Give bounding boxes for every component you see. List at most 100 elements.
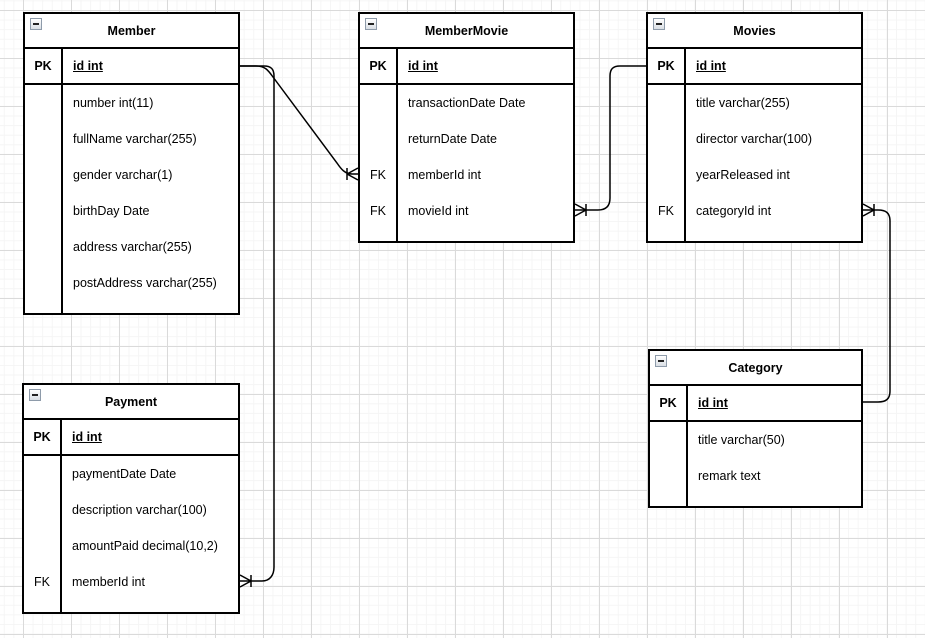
field-key [25, 265, 61, 301]
minus-icon [658, 360, 664, 362]
field-row[interactable]: director varchar(100) [648, 121, 861, 157]
crow-foot-payment-memberid [239, 574, 252, 588]
entity-header: MemberMovie [360, 14, 573, 49]
pk-row[interactable]: PK id int [24, 420, 238, 456]
field-key [360, 85, 396, 121]
crow-foot-membermovie-movieid [574, 203, 587, 217]
field-text: birthDay Date [73, 204, 150, 218]
pk-row[interactable]: PK id int [25, 49, 238, 85]
field-key: FK [658, 204, 674, 218]
pk-field: id int [72, 430, 102, 444]
field-row[interactable]: fullName varchar(255) [25, 121, 238, 157]
field-row[interactable]: gender varchar(1) [25, 157, 238, 193]
field-key: FK [370, 168, 386, 182]
field-row[interactable]: title varchar(255) [648, 85, 861, 121]
entity-movies[interactable]: Movies PK id int title varchar(255) dire… [646, 12, 863, 243]
field-key: FK [370, 204, 386, 218]
entity-membermovie[interactable]: MemberMovie PK id int transactionDate Da… [358, 12, 575, 243]
entity-title: Category [728, 360, 783, 375]
field-row[interactable]: yearReleased int [648, 157, 861, 193]
entity-body: number int(11) fullName varchar(255) gen… [25, 85, 238, 313]
field-row[interactable]: title varchar(50) [650, 422, 861, 458]
field-row[interactable]: FK memberId int [360, 157, 573, 193]
field-row[interactable]: description varchar(100) [24, 492, 238, 528]
field-row[interactable]: postAddress varchar(255) [25, 265, 238, 301]
entity-member[interactable]: Member PK id int number int(11) fullName… [23, 12, 240, 315]
pk-key: PK [34, 59, 52, 73]
field-row[interactable]: transactionDate Date [360, 85, 573, 121]
field-row[interactable]: amountPaid decimal(10,2) [24, 528, 238, 564]
edge-member-payment[interactable] [240, 65, 275, 582]
entity-header: Payment [24, 385, 238, 420]
field-key [648, 85, 684, 121]
collapse-button[interactable] [653, 18, 665, 30]
field-row[interactable]: FK categoryId int [648, 193, 861, 229]
field-key [360, 121, 396, 157]
field-key [24, 528, 60, 564]
field-key [25, 229, 61, 265]
crow-foot-movies-categoryid [862, 203, 875, 217]
entity-body: transactionDate Date returnDate Date FK … [360, 85, 573, 241]
field-key [25, 157, 61, 193]
collapse-button[interactable] [30, 18, 42, 30]
field-row[interactable]: returnDate Date [360, 121, 573, 157]
minus-icon [33, 23, 39, 25]
field-text: memberId int [408, 168, 481, 182]
field-text: director varchar(100) [696, 132, 813, 146]
field-text: title varchar(255) [696, 96, 790, 110]
field-text: memberId int [72, 575, 145, 589]
field-row[interactable]: address varchar(255) [25, 229, 238, 265]
collapse-button[interactable] [29, 389, 41, 401]
minus-icon [32, 394, 38, 396]
entity-title: Payment [104, 394, 158, 409]
minus-icon [368, 23, 374, 25]
pk-field: id int [696, 59, 726, 73]
field-row[interactable]: birthDay Date [25, 193, 238, 229]
edge-movies-membermovie[interactable] [575, 65, 646, 211]
field-row[interactable]: paymentDate Date [24, 456, 238, 492]
pk-row[interactable]: PK id int [360, 49, 573, 85]
field-text: movieId int [408, 204, 469, 218]
pk-field: id int [698, 396, 728, 410]
entity-rows: PK id int paymentDate Date description v… [24, 420, 238, 612]
field-row[interactable]: number int(11) [25, 85, 238, 121]
collapse-button[interactable] [365, 18, 377, 30]
edge-member-membermovie[interactable] [240, 65, 358, 175]
pk-field: id int [408, 59, 438, 73]
field-key [25, 121, 61, 157]
field-text: address varchar(255) [73, 240, 192, 254]
field-text: description varchar(100) [72, 503, 207, 517]
field-text: categoryId int [696, 204, 772, 218]
entity-title: MemberMovie [424, 23, 509, 38]
pk-key: PK [659, 396, 677, 410]
field-text: yearReleased int [696, 168, 790, 182]
entity-rows: PK id int title varchar(50) remark text [650, 386, 861, 506]
entity-category[interactable]: Category PK id int title varchar(50) rem… [648, 349, 863, 508]
field-key [648, 157, 684, 193]
entity-payment[interactable]: Payment PK id int paymentDate Date descr… [22, 383, 240, 614]
field-text: fullName varchar(255) [73, 132, 197, 146]
field-row[interactable]: FK memberId int [24, 564, 238, 600]
field-text: paymentDate Date [72, 467, 177, 481]
edge-category-movies[interactable] [863, 209, 891, 403]
pk-key: PK [369, 59, 387, 73]
field-key [25, 193, 61, 229]
field-text: remark text [698, 469, 761, 483]
pk-row[interactable]: PK id int [648, 49, 861, 85]
field-key: FK [34, 575, 50, 589]
entity-header: Member [25, 14, 238, 49]
entity-body: title varchar(50) remark text [650, 422, 861, 506]
field-key [648, 121, 684, 157]
entity-rows: PK id int number int(11) fullName varcha… [25, 49, 238, 313]
field-key [650, 458, 686, 494]
entity-rows: PK id int title varchar(255) director va… [648, 49, 861, 241]
entity-rows: PK id int transactionDate Date returnDat… [360, 49, 573, 241]
field-text: amountPaid decimal(10,2) [72, 539, 218, 553]
field-row[interactable]: remark text [650, 458, 861, 494]
field-text: title varchar(50) [698, 433, 785, 447]
field-row[interactable]: FK movieId int [360, 193, 573, 229]
minus-icon [656, 23, 662, 25]
pk-row[interactable]: PK id int [650, 386, 861, 422]
collapse-button[interactable] [655, 355, 667, 367]
